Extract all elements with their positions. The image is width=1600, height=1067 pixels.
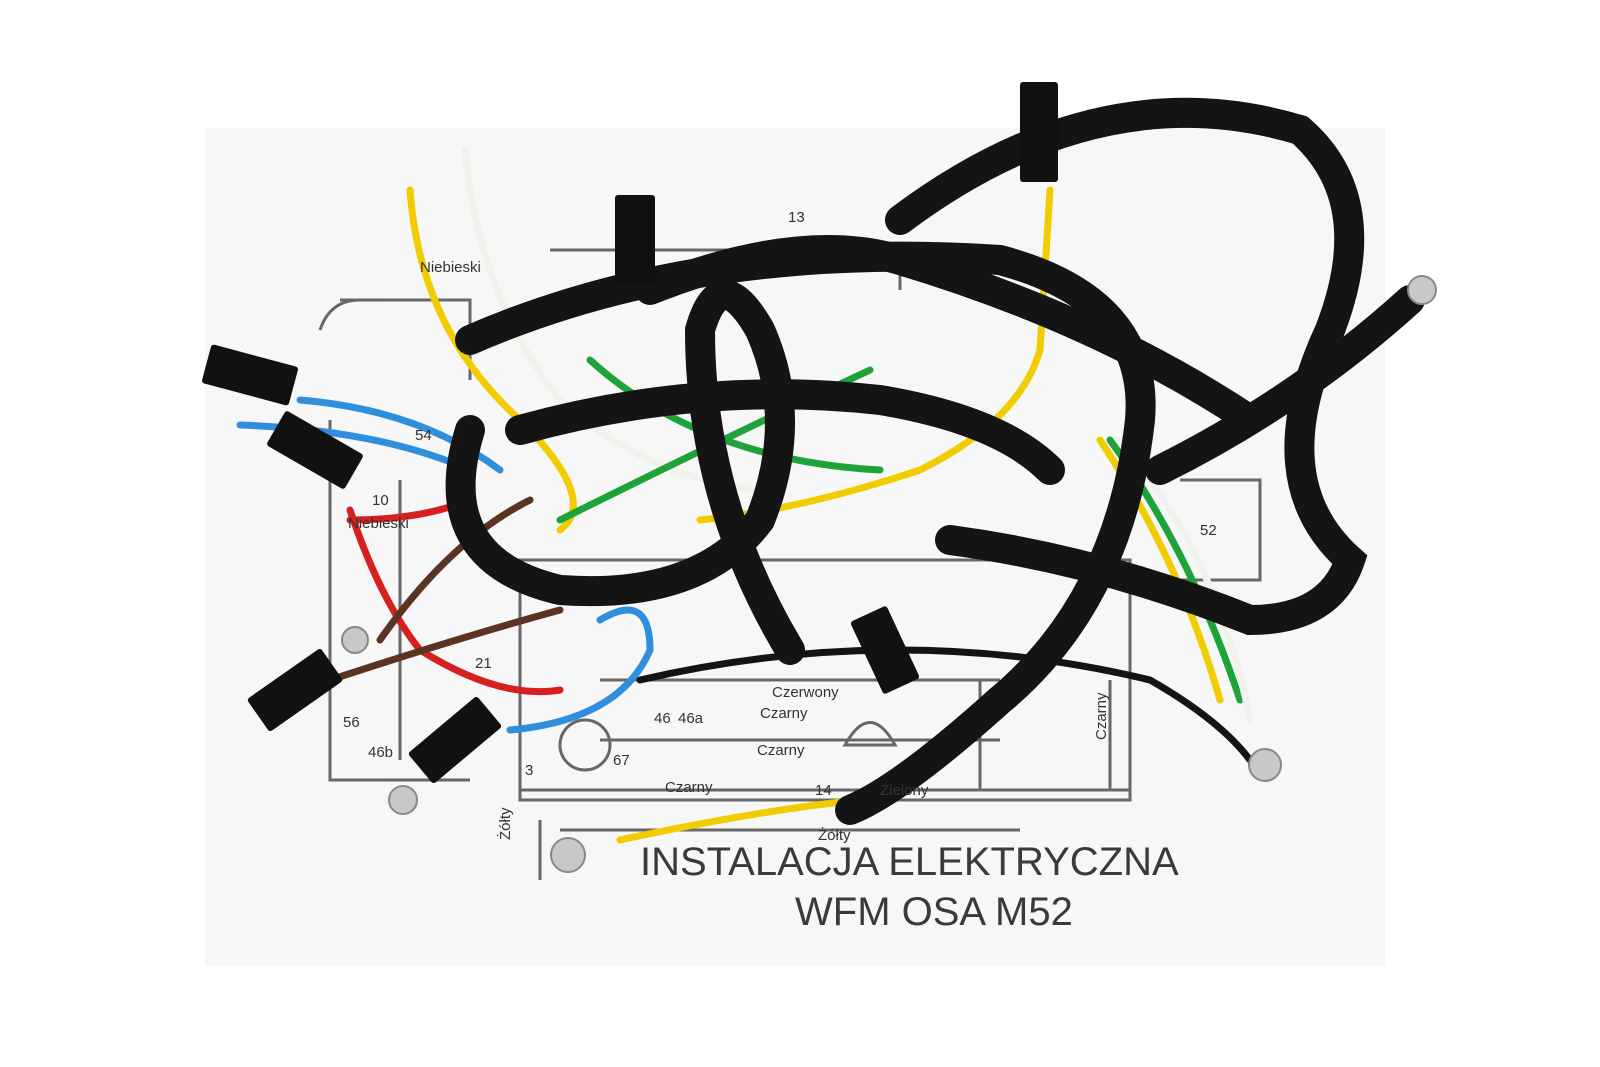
- schematic-labels: Niebieski Niebieski Czerwony Czarny Czar…: [343, 209, 1217, 844]
- label-52: 52: [1200, 522, 1217, 539]
- label-14: 14: [815, 782, 832, 799]
- connector: [202, 344, 298, 406]
- ring-terminal: [388, 785, 418, 815]
- label-21: 21: [475, 655, 492, 672]
- label-46a: 46a: [678, 710, 704, 727]
- label-czarny: Czarny: [665, 779, 713, 796]
- label-czarny: Czarny: [760, 705, 808, 722]
- ring-terminal: [1248, 748, 1282, 782]
- label-3: 3: [525, 762, 533, 779]
- label-czerwony: Czerwony: [772, 684, 839, 701]
- connector: [267, 411, 363, 489]
- cable-upper: [635, 235, 1265, 435]
- cable-inner-loop: [445, 280, 805, 665]
- connector: [247, 648, 343, 732]
- cable-right-arm: [1145, 285, 1425, 485]
- wire-blue: [236, 396, 654, 734]
- ring-terminals: [341, 275, 1437, 873]
- label-zolty: Żółty: [818, 826, 851, 844]
- ring-terminal: [341, 626, 369, 654]
- label-46b: 46b: [368, 744, 393, 761]
- label-67: 67: [613, 752, 630, 769]
- label-56: 56: [343, 714, 360, 731]
- connector: [1020, 82, 1058, 182]
- connector: [408, 696, 502, 784]
- sheet-title-line1: INSTALACJA ELEKTRYCZNA: [640, 840, 1179, 884]
- label-13: 13: [788, 209, 805, 226]
- cable-mid: [505, 379, 1065, 485]
- black-cables: [445, 97, 1425, 825]
- connectors: [202, 82, 1058, 784]
- label-zolty: Żółty: [496, 807, 514, 840]
- label-46: 46: [654, 710, 671, 727]
- label-czarny: Czarny: [1093, 692, 1110, 740]
- label-zielony: Zielony: [880, 782, 929, 799]
- label-niebieski: Niebieski: [420, 259, 481, 276]
- cable-big-loop: [885, 97, 1368, 636]
- wire-white: [461, 146, 764, 494]
- ring-terminal: [550, 837, 586, 873]
- connector: [850, 606, 920, 694]
- ring-terminal: [1407, 275, 1437, 305]
- label-10: 10: [372, 492, 389, 509]
- wire-yellow: [406, 186, 577, 534]
- label-54: 54: [415, 427, 432, 444]
- connector: [615, 195, 655, 285]
- label-niebieski: Niebieski: [348, 515, 409, 532]
- sheet-title-line2: WFM OSA M52: [795, 890, 1073, 934]
- label-czarny: Czarny: [757, 742, 805, 759]
